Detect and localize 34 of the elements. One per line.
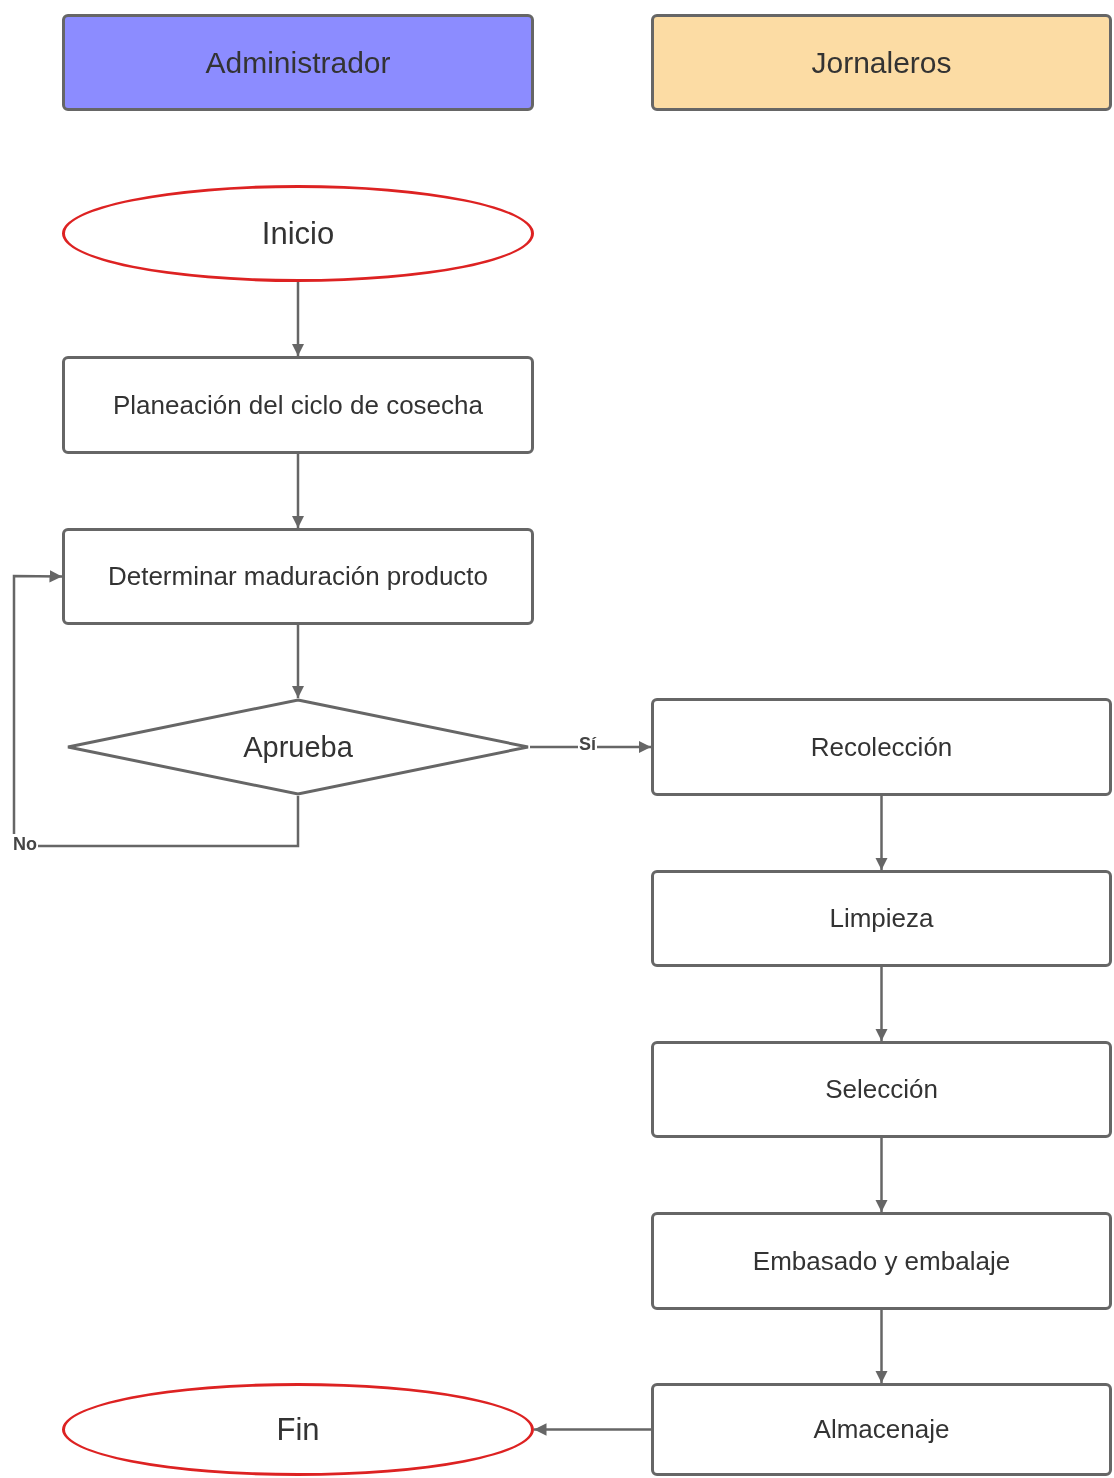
node-label: Selección: [825, 1074, 938, 1105]
lane-title: Administrador: [205, 45, 391, 80]
arrow: [875, 1310, 888, 1383]
node-label: Almacenaje: [813, 1414, 950, 1445]
lane-title: Jornaleros: [811, 45, 952, 80]
process-box: [651, 1212, 1112, 1310]
lane-header: [651, 14, 1112, 111]
node-label: Recolección: [810, 731, 953, 763]
arrow: [875, 1138, 888, 1212]
terminal-oval: [62, 185, 534, 282]
arrow: [530, 740, 651, 754]
node-label: Aprueba: [243, 730, 353, 764]
node-label: Determinar maduración producto: [107, 561, 489, 592]
arrow: [291, 282, 305, 356]
node-label: Planeación del ciclo de cosecha: [113, 389, 483, 421]
arrow: [875, 967, 888, 1041]
arrow: [291, 454, 305, 528]
process-box: [62, 528, 534, 625]
process-box: [651, 698, 1112, 796]
process-box: [651, 1041, 1112, 1138]
process-box: [62, 356, 534, 454]
arrow: [875, 796, 888, 870]
node-label: Limpieza: [829, 903, 934, 934]
arrow: [291, 625, 305, 698]
process-box: [651, 870, 1112, 967]
arrow: [12, 570, 300, 848]
arrow: [534, 1423, 651, 1436]
node-label: Inicio: [261, 215, 335, 252]
node-label: Embasado y embalaje: [752, 1245, 1011, 1277]
node-label: Fin: [276, 1411, 320, 1448]
process-box: [651, 1383, 1112, 1476]
lane-header: [62, 14, 534, 111]
terminal-oval: [62, 1383, 534, 1476]
decision-diamond: [66, 698, 530, 796]
